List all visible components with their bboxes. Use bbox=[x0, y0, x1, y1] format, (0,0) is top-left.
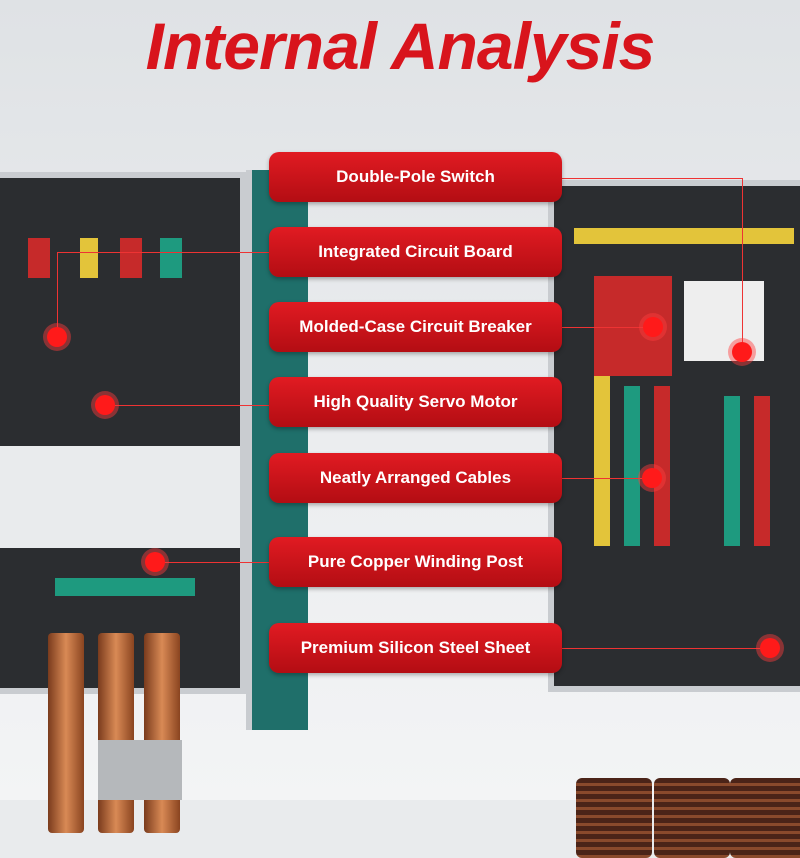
hotspot-circuit-breaker[interactable] bbox=[643, 317, 663, 337]
label-servo-motor: High Quality Servo Motor bbox=[269, 377, 562, 427]
left-cabinet bbox=[0, 172, 246, 833]
hotspot-winding-post[interactable] bbox=[145, 552, 165, 572]
label-copper-winding-post: Pure Copper Winding Post bbox=[269, 537, 562, 587]
right-cabinet bbox=[548, 180, 800, 858]
hotspot-circuit-board[interactable] bbox=[47, 327, 67, 347]
label-integrated-circuit-board: Integrated Circuit Board bbox=[269, 227, 562, 277]
label-cables: Neatly Arranged Cables bbox=[269, 453, 562, 503]
control-panel bbox=[0, 446, 240, 548]
floor-box bbox=[98, 740, 182, 800]
label-double-pole-switch: Double-Pole Switch bbox=[269, 152, 562, 202]
label-molded-case-circuit-breaker: Molded-Case Circuit Breaker bbox=[269, 302, 562, 352]
hotspot-steel-sheet[interactable] bbox=[760, 638, 780, 658]
hotspot-servo-motor[interactable] bbox=[95, 395, 115, 415]
hotspot-double-pole-switch[interactable] bbox=[732, 342, 752, 362]
page-title: Internal Analysis bbox=[145, 9, 656, 83]
hotspot-cables[interactable] bbox=[642, 468, 662, 488]
label-silicon-steel-sheet: Premium Silicon Steel Sheet bbox=[269, 623, 562, 673]
